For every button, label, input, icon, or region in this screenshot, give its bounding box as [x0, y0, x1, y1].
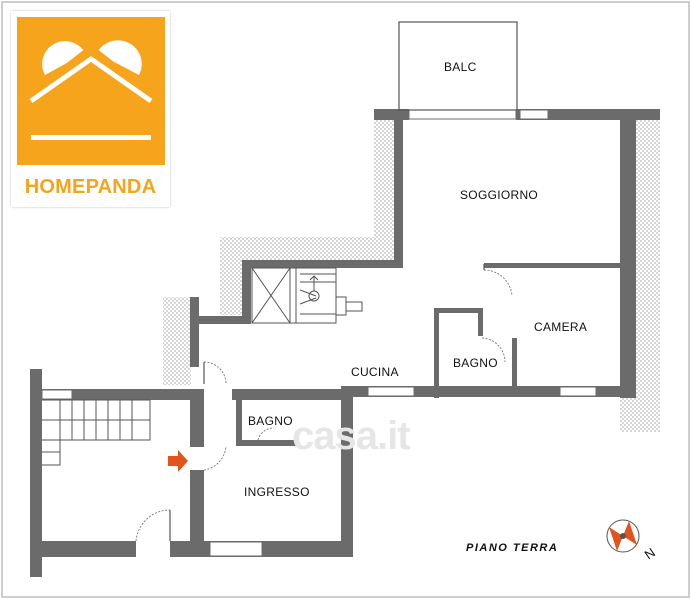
floor-level-label: PIANO TERRA	[466, 542, 559, 554]
room-label-camera: CAMERA	[534, 320, 588, 334]
logo-brand-text: HOMEPANDA	[24, 176, 157, 198]
exterior-hatching	[163, 110, 660, 432]
logo-square	[17, 17, 165, 165]
walls	[30, 109, 660, 577]
entrance-arrow-icon	[168, 450, 188, 472]
homepanda-logo: HOMEPANDA	[11, 11, 170, 207]
room-label-balc: BALC	[444, 60, 477, 74]
room-label-ingresso: INGRESSO	[244, 485, 310, 499]
staircase-lower	[42, 399, 151, 466]
staircase-upper	[251, 267, 363, 324]
windows	[41, 109, 597, 557]
watermark-text: casa.it	[292, 414, 411, 458]
room-label-bagno-upper: BAGNO	[453, 356, 498, 370]
door-leaves	[169, 264, 485, 541]
room-label-soggiorno: SOGGIORNO	[460, 188, 539, 202]
room-label-bagno-lower: BAGNO	[248, 414, 293, 428]
north-compass-icon	[606, 519, 640, 553]
room-label-cucina: CUCINA	[351, 365, 399, 379]
door-swings	[135, 269, 513, 542]
balcony	[398, 21, 518, 111]
panda-house-icon	[22, 40, 160, 140]
